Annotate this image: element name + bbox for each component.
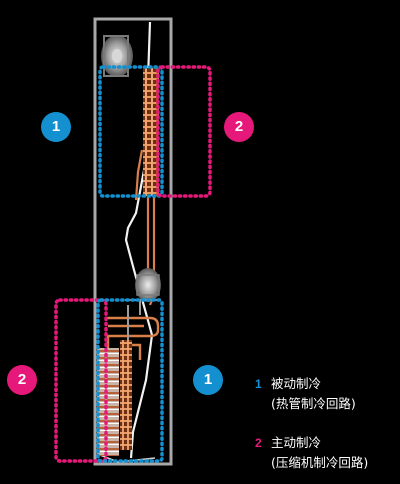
bottom-heat-exchanger-coil (97, 340, 132, 456)
grey-piping (125, 299, 158, 340)
compressor-icon (135, 268, 161, 302)
cabinet-frame (93, 17, 173, 466)
legend-item-active: 2 主动制冷 (压缩机制冷回路) (255, 433, 368, 472)
legend-title-active: 主动制冷 (271, 435, 322, 450)
active-region-top (156, 65, 212, 198)
airflow-guide-line (124, 21, 154, 459)
active-region-bottom (54, 298, 108, 463)
top-fan-icon (101, 35, 133, 77)
passive-region-bottom (96, 298, 164, 463)
passive-region-top (98, 65, 164, 198)
legend-subtitle-passive: (热管制冷回路) (271, 396, 356, 411)
badge-active-top: 2 (224, 112, 254, 142)
legend-number-active: 2 (255, 436, 262, 450)
badge-passive-top: 1 (41, 112, 71, 142)
legend-subtitle-active: (压缩机制冷回路) (271, 455, 369, 470)
legend-item-passive: 1 被动制冷 (热管制冷回路) (255, 374, 356, 413)
legend-title-passive: 被动制冷 (271, 376, 322, 391)
badge-active-bottom: 2 (7, 365, 37, 395)
badge-passive-bottom: 1 (193, 365, 223, 395)
legend-number-passive: 1 (255, 377, 262, 391)
